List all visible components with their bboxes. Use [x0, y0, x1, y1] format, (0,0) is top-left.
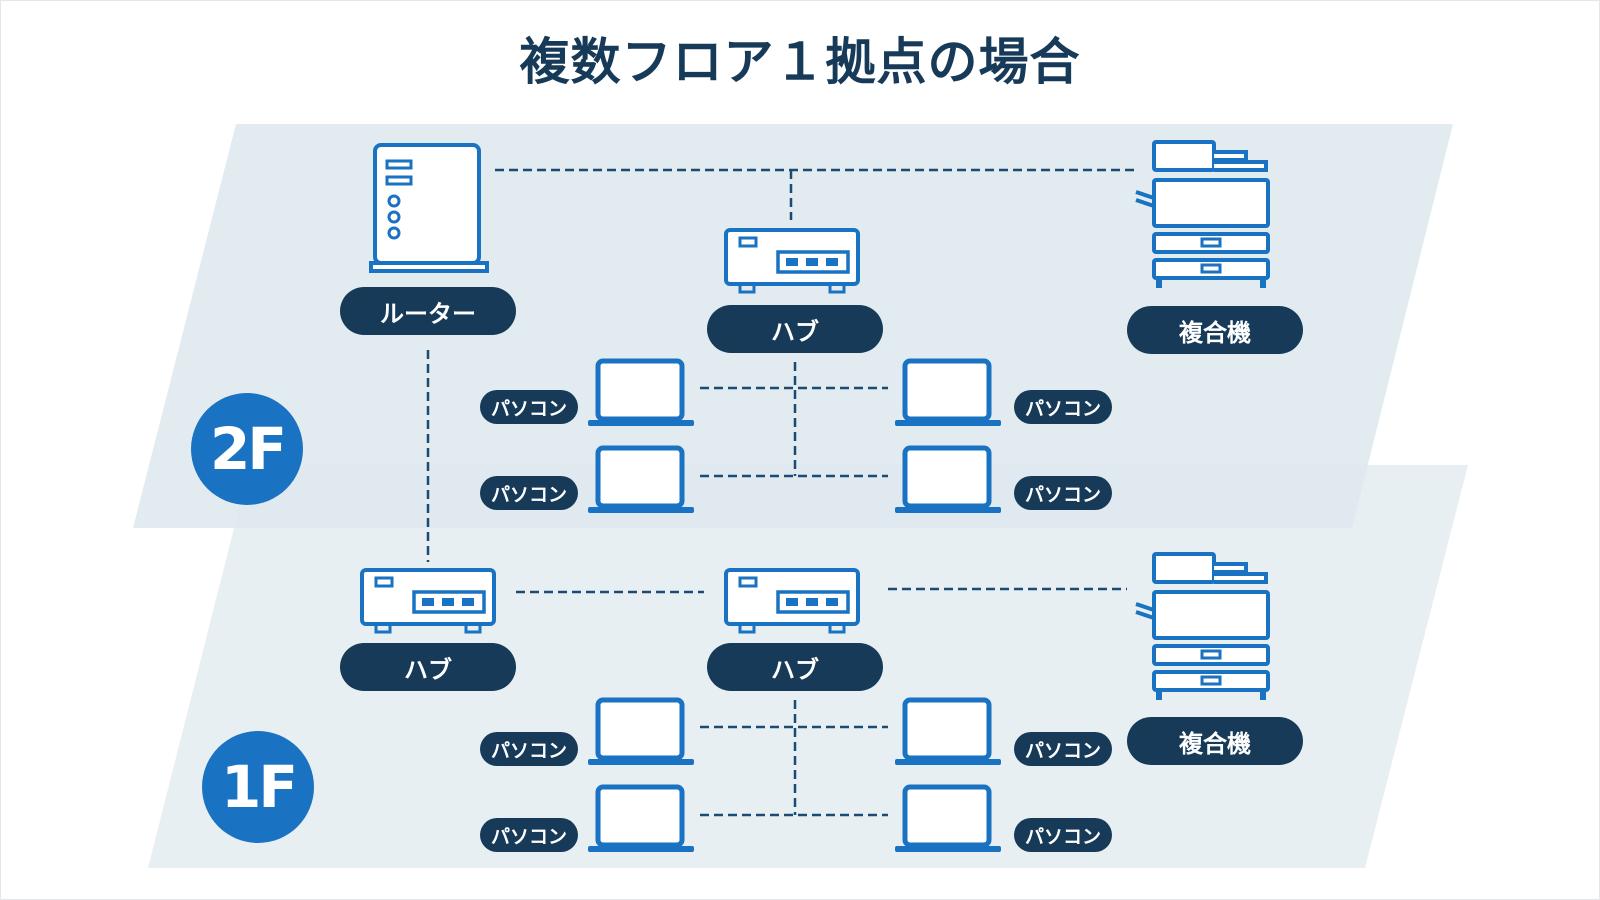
floor-badge-1f: 1F — [202, 731, 314, 843]
page-title: 複数フロア１拠点の場合 — [519, 33, 1081, 91]
pc-label: パソコン — [480, 476, 578, 510]
laptop-icon — [895, 700, 1001, 765]
laptop-icon — [588, 361, 694, 426]
pc-label: パソコン — [480, 390, 578, 424]
mfp-label-2f: 複合機 — [1127, 306, 1303, 354]
laptop-icon — [588, 787, 694, 852]
router-icon — [369, 143, 489, 273]
mfp-label-1f: 複合機 — [1127, 717, 1303, 765]
hub-label-2f: ハブ — [707, 305, 883, 353]
pc-label: パソコン — [480, 732, 578, 766]
laptop-icon — [588, 700, 694, 765]
pc-label: パソコン — [1014, 390, 1112, 424]
multifunction-printer-icon — [1134, 140, 1270, 290]
laptop-icon — [895, 787, 1001, 852]
floor-badge-2f: 2F — [191, 393, 303, 505]
router-label: ルーター — [340, 287, 516, 335]
pc-label: パソコン — [1014, 476, 1112, 510]
pc-label: パソコン — [1014, 732, 1112, 766]
multifunction-printer-icon — [1134, 552, 1270, 702]
hub-label-1f-left: ハブ — [340, 643, 516, 691]
hub-icon — [724, 228, 860, 294]
pc-label: パソコン — [480, 818, 578, 852]
laptop-icon — [588, 448, 694, 513]
connection-lines — [426, 168, 1135, 817]
laptop-icon — [895, 361, 1001, 426]
hub-icon — [724, 568, 860, 634]
hub-icon — [360, 568, 496, 634]
laptop-icon — [895, 448, 1001, 513]
hub-label-1f-center: ハブ — [707, 643, 883, 691]
pc-label: パソコン — [1014, 818, 1112, 852]
